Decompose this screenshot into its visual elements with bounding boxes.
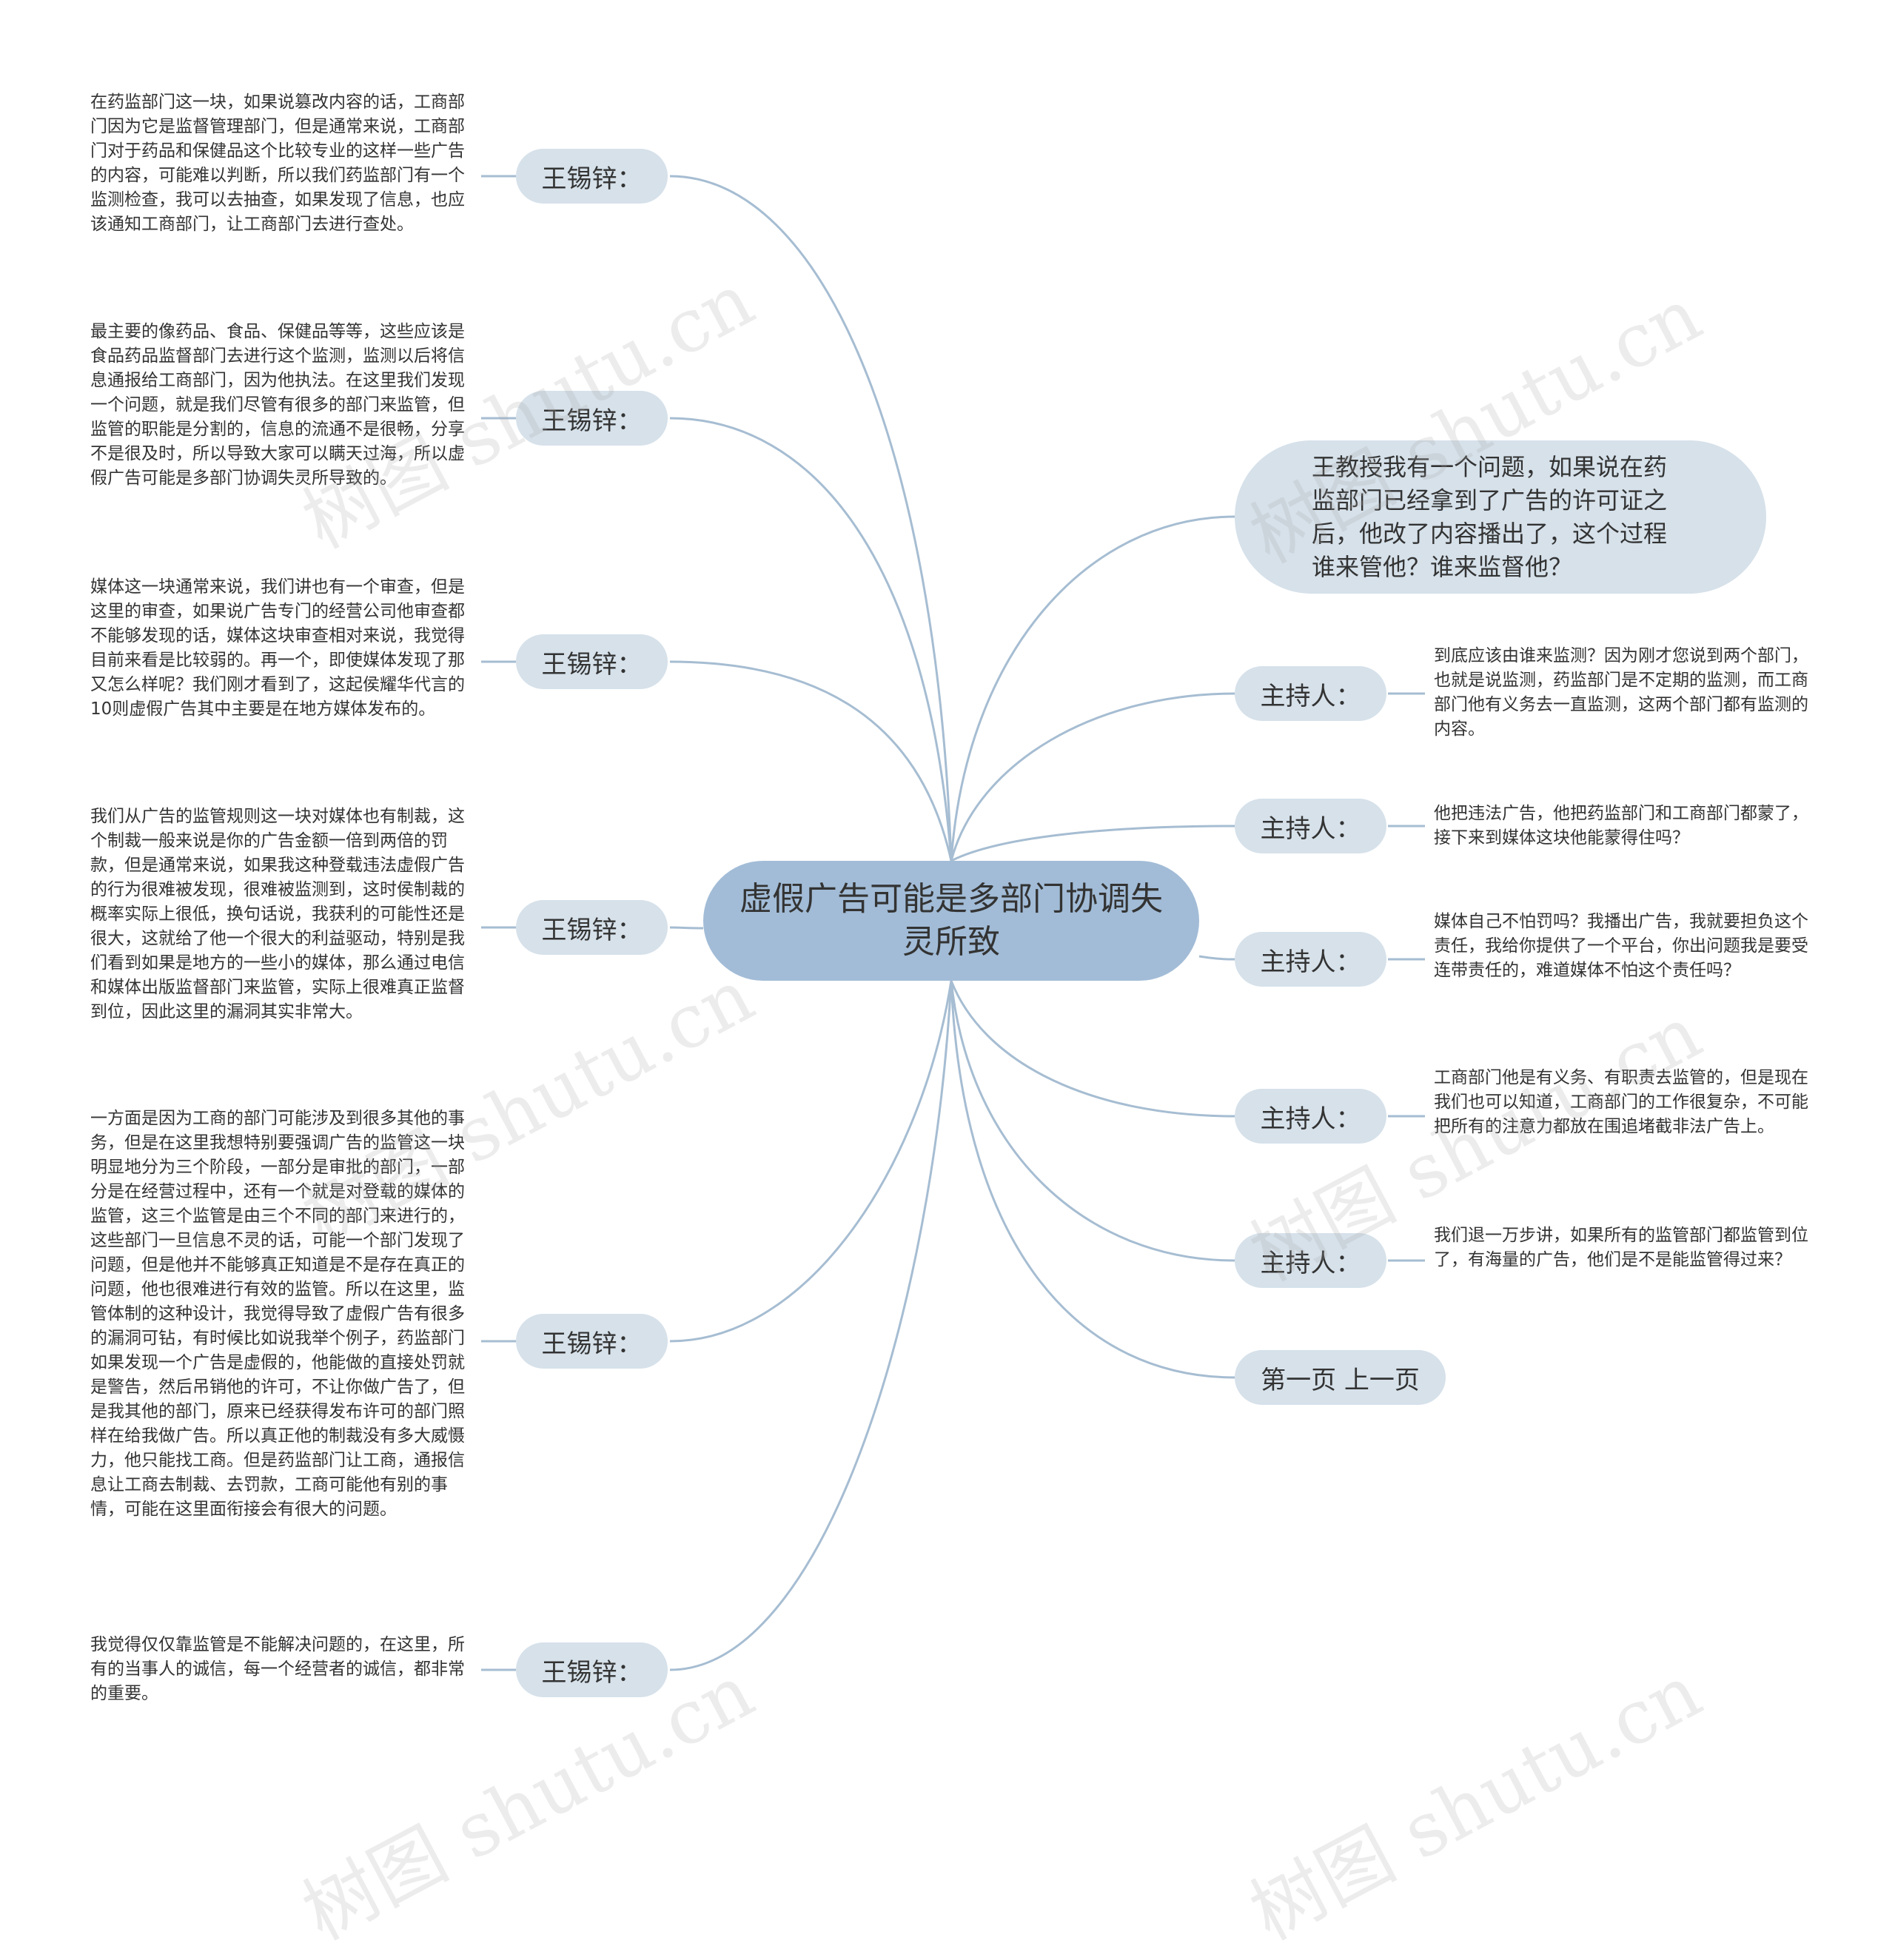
root-topic-label: 虚假广告可能是多部门协调失灵所致: [739, 880, 1163, 961]
branch-left-1[interactable]: 王锡锌：: [516, 149, 668, 204]
leaf-text-left-1: 在药监部门这一块，如果说篡改内容的话，工商部门因为它是监督管理部门，但是通常来说…: [90, 93, 465, 234]
leaf-text-right-5: 我们退一万步讲，如果所有的监管部门都监管到位了，有海量的广告，他们是不是能监管得…: [1434, 1226, 1808, 1269]
branch-label: 主持人：: [1260, 681, 1361, 711]
connector-right-2: [950, 825, 1235, 862]
branch-label: 主持人：: [1260, 813, 1361, 844]
mind-map-canvas: 虚假广告可能是多部门协调失灵所致 王锡锌： 王锡锌： 王锡锌： 王锡锌： 王锡锌…: [90, 93, 1808, 1957]
branch-right-5[interactable]: 主持人：: [1235, 1233, 1386, 1288]
connector-left-6: [669, 980, 953, 1671]
branch-right-1[interactable]: 主持人：: [1235, 666, 1386, 721]
branch-right-3[interactable]: 主持人：: [1235, 932, 1386, 987]
connector-lines: [481, 175, 1425, 1671]
leaf-text-left-3: 媒体这一块通常来说，我们讲也有一个审查，但是这里的审查，如果说广告专门的经营公司…: [90, 577, 465, 719]
leaf-text-right-3: 媒体自己不怕罚吗？我播出广告，我就要担负这个责任，我给你提供了一个平台，你出问题…: [1434, 912, 1808, 980]
connector-right-3: [1198, 955, 1235, 961]
pager-label: 第一页 上一页: [1261, 1365, 1420, 1395]
connector-left-1: [669, 175, 953, 862]
leaf-text-right-1: 到底应该由谁来监测？因为刚才您说到两个部门，也就是说监测，药监部门是不定期的监测…: [1434, 646, 1808, 739]
branch-label: 主持人：: [1260, 947, 1361, 977]
connector-right-5: [950, 980, 1235, 1262]
leaf-text-left-2: 最主要的像药品、食品、保健品等等，这些应该是食品药品监督部门去进行这个监测，监测…: [90, 322, 465, 488]
branch-left-4[interactable]: 王锡锌：: [516, 900, 668, 955]
question-text: 王教授我有一个问题，如果说在药监部门已经拿到了广告的许可证之后，他改了内容播出了…: [1312, 452, 1668, 581]
pager-node[interactable]: 第一页 上一页: [1235, 1350, 1446, 1405]
connector-question: [950, 515, 1235, 862]
branch-left-6[interactable]: 王锡锌：: [516, 1642, 668, 1697]
branch-label: 王锡锌：: [541, 1329, 643, 1359]
question-node[interactable]: 王教授我有一个问题，如果说在药监部门已经拿到了广告的许可证之后，他改了内容播出了…: [1235, 440, 1766, 594]
branch-right-2[interactable]: 主持人：: [1235, 799, 1386, 853]
branch-right-4[interactable]: 主持人：: [1235, 1089, 1386, 1144]
leaf-text-right-2: 他把违法广告，他把药监部门和工商部门都蒙了，接下来到媒体这块他能蒙得住吗？: [1434, 804, 1808, 848]
connector-left-3: [669, 660, 953, 862]
branch-left-5[interactable]: 王锡锌：: [516, 1314, 668, 1369]
branch-label: 王锡锌：: [541, 1657, 643, 1688]
connector-left-4: [669, 926, 704, 930]
branch-label: 王锡锌：: [541, 649, 643, 679]
leaf-text-right-4: 工商部门他是有义务、有职责去监管的，但是现在我们也可以知道，工商部门的工作很复杂…: [1434, 1068, 1808, 1136]
connector-right-4: [950, 980, 1235, 1118]
leaf-text-left-4: 我们从广告的监管规则这一块对媒体也有制裁，这个制裁一般来说是你的广告金额一倍到两…: [90, 807, 465, 1021]
leaf-text-left-6: 我觉得仅仅靠监管是不能解决问题的，在这里，所有的当事人的诚信，每一个经营者的诚信…: [90, 1635, 465, 1703]
branch-label: 王锡锌：: [541, 164, 643, 194]
branch-label: 主持人：: [1260, 1104, 1361, 1134]
connector-right-1: [950, 692, 1235, 862]
branch-label: 主持人：: [1260, 1248, 1361, 1278]
root-topic[interactable]: 虚假广告可能是多部门协调失灵所致: [703, 861, 1199, 981]
connector-pager: [950, 980, 1235, 1379]
branch-left-3[interactable]: 王锡锌：: [516, 634, 668, 689]
connector-left-2: [669, 417, 953, 862]
branch-left-2[interactable]: 王锡锌：: [516, 391, 668, 446]
leaf-text-left-5: 一方面是因为工商的部门可能涉及到很多其他的事务，但是在这里我想特别要强调广告的监…: [90, 1109, 465, 1519]
branch-label: 王锡锌：: [541, 406, 643, 436]
connector-left-5: [669, 980, 953, 1343]
branch-label: 王锡锌：: [541, 915, 643, 945]
